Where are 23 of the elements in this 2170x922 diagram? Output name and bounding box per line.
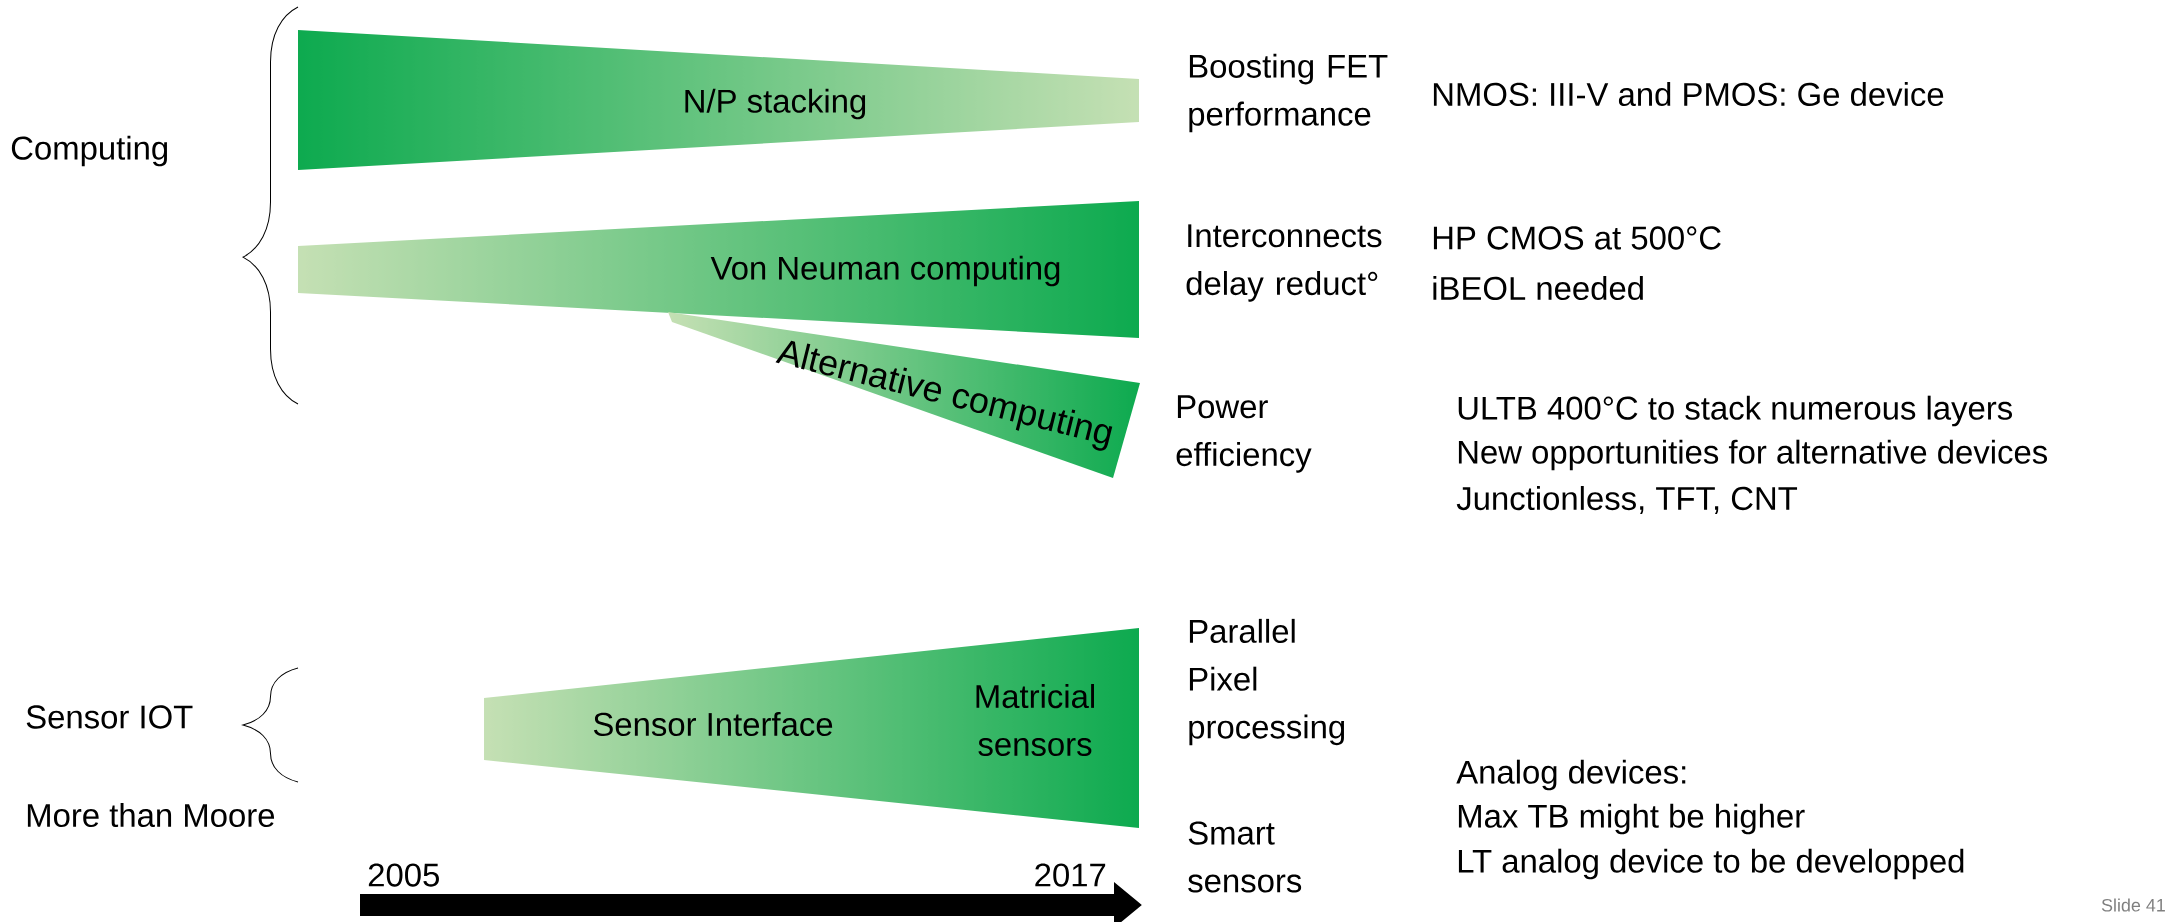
goal-label: Boosting FET performance [1189,53,1388,133]
category-label: Computing [11,135,168,167]
goal-label: Interconnects delay reduct° [1186,224,1382,302]
year-label: 2005 [368,863,439,887]
note-text: New opportunities for alternative devices [1458,439,2047,471]
year-label: 2017 [1035,863,1106,887]
note-text: LT analog device to be developped [1458,848,1964,880]
note-text: Max TB might be higher [1458,803,1805,835]
gradient-wedge: Sensor Interface Matricial sensors [593,684,1094,756]
goal-label: Power efficiency [1176,395,1312,473]
slide-number: Slide 41 [2101,898,2165,912]
category-label: More than Moore [27,802,275,828]
note-text: Analog devices: [1456,759,1686,791]
note-text: iBEOL needed [1433,275,1643,301]
gradient-wedge: Von Neuman computing [710,255,1060,287]
gradient-wedge: N/P stacking [685,88,866,120]
note-text: ULTB 400°C to stack numerous layers [1458,395,2012,427]
note-text: NMOS: III-V and PMOS: Ge device [1433,81,1944,107]
note-text: HP CMOS at 500°C [1433,226,1721,250]
category-label: Sensor IOT [26,705,193,729]
goal-label: Parallel Pixel processing [1189,618,1345,746]
goal-label: Smart sensors [1188,821,1302,893]
note-text: Junctionless, TFT, CNT [1456,486,1798,514]
